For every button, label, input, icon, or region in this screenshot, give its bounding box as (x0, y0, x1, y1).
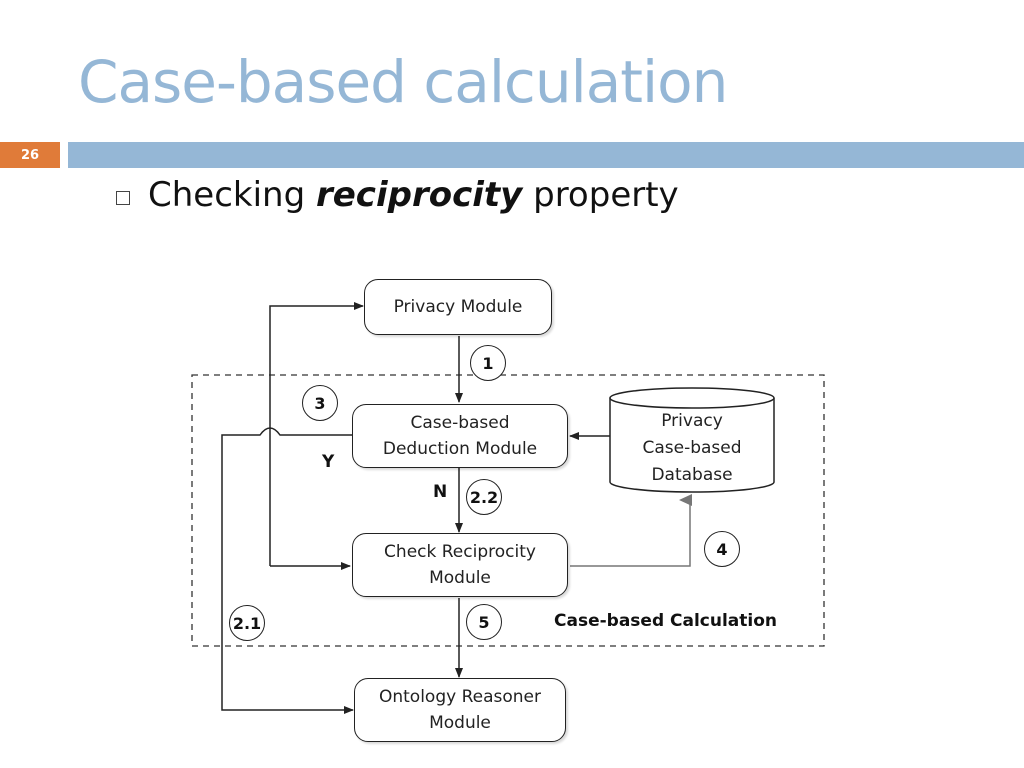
arrow-reciprocity-to-database (570, 494, 692, 567)
title-divider-bar (68, 142, 1024, 168)
step-4-badge: 4 (704, 531, 740, 567)
step-2-1-badge: 2.1 (229, 605, 265, 641)
ontology-reasoner-module-box: Ontology Reasoner Module (354, 678, 566, 742)
bullet-square-icon (116, 191, 130, 205)
privacy-database-label: Privacy Case-based Database (642, 411, 742, 485)
case-based-deduction-module-box: Case-based Deduction Module (352, 404, 568, 468)
step-2-2-badge: 2.2 (466, 479, 502, 515)
bullet-text-after: property (522, 175, 679, 215)
bullet-item: Checking reciprocity property (116, 170, 679, 220)
step-3-badge: 3 (302, 385, 338, 421)
branch-no-label: N (433, 482, 448, 502)
arrow-deduction-to-ontology (221, 427, 354, 714)
bullet-text: Checking reciprocity property (148, 175, 679, 215)
step-5-badge: 5 (466, 604, 502, 640)
bullet-text-before: Checking (148, 175, 316, 215)
check-reciprocity-module-box: Check Reciprocity Module (352, 533, 568, 597)
bullet-text-emphasis: reciprocity (315, 175, 523, 215)
privacy-database-cylinder (609, 387, 775, 493)
slide-title: Case-based calculation (78, 48, 728, 116)
slide-number: 26 (0, 142, 60, 168)
step-1-badge: 1 (470, 345, 506, 381)
case-based-calculation-label: Case-based Calculation (554, 611, 778, 631)
branch-yes-label: Y (322, 452, 335, 472)
privacy-module-box: Privacy Module (364, 279, 552, 335)
arrow-loop-to-privacy (269, 302, 364, 566)
